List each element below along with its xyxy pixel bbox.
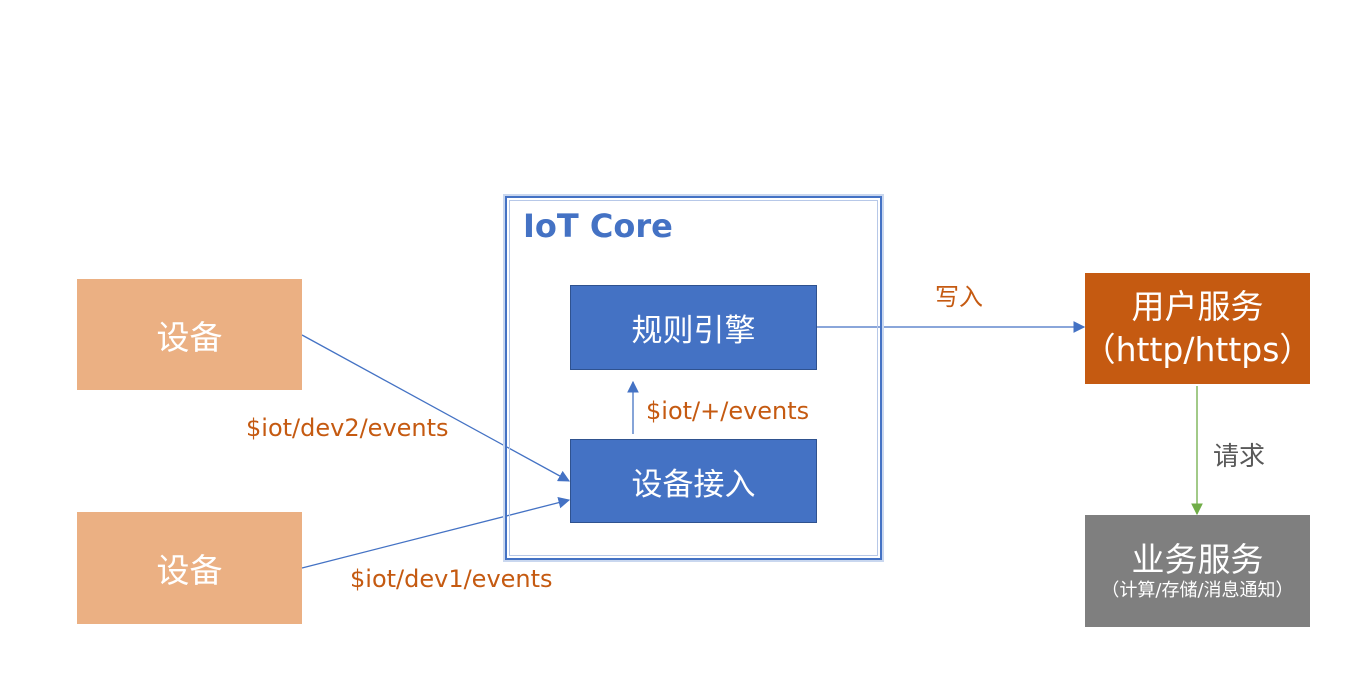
edge-label-write: 写入: [935, 283, 983, 311]
device-access-node: 设备接入: [570, 439, 817, 523]
business-service-node: 业务服务 （计算/存储/消息通知）: [1085, 515, 1310, 627]
device-node-top-label: 设备: [156, 317, 223, 357]
rule-engine-label: 规则引擎: [631, 313, 756, 349]
arrow-dev1-to-access: [301, 496, 571, 569]
business-service-subtitle: （计算/存储/消息通知）: [1101, 580, 1294, 601]
edge-label-wildcard-topic: $iot/+/events: [646, 397, 810, 425]
user-service-node: 用户服务 （http/https）: [1082, 273, 1313, 384]
business-service-title: 业务服务: [1131, 540, 1264, 580]
edge-label-dev2-topic: $iot/dev2/events: [246, 414, 449, 442]
rule-engine-node: 规则引擎: [570, 285, 817, 370]
user-service-title: 用户服务: [1131, 286, 1264, 326]
iot-core-container: [503, 194, 884, 562]
arrow-dev2-to-access: [301, 334, 571, 482]
edge-label-dev1-topic: $iot/dev1/events: [350, 565, 553, 593]
user-service-subtitle: （http/https）: [1082, 329, 1313, 369]
edge-label-request: 请求: [1213, 442, 1266, 472]
device-node-bottom: 设备: [77, 512, 302, 624]
device-node-top: 设备: [77, 279, 302, 390]
iot-core-title: IoT Core: [523, 207, 673, 245]
device-node-bottom-label: 设备: [156, 551, 223, 590]
iot-core-inner-border: [509, 200, 878, 556]
device-access-label: 设备接入: [631, 466, 756, 503]
